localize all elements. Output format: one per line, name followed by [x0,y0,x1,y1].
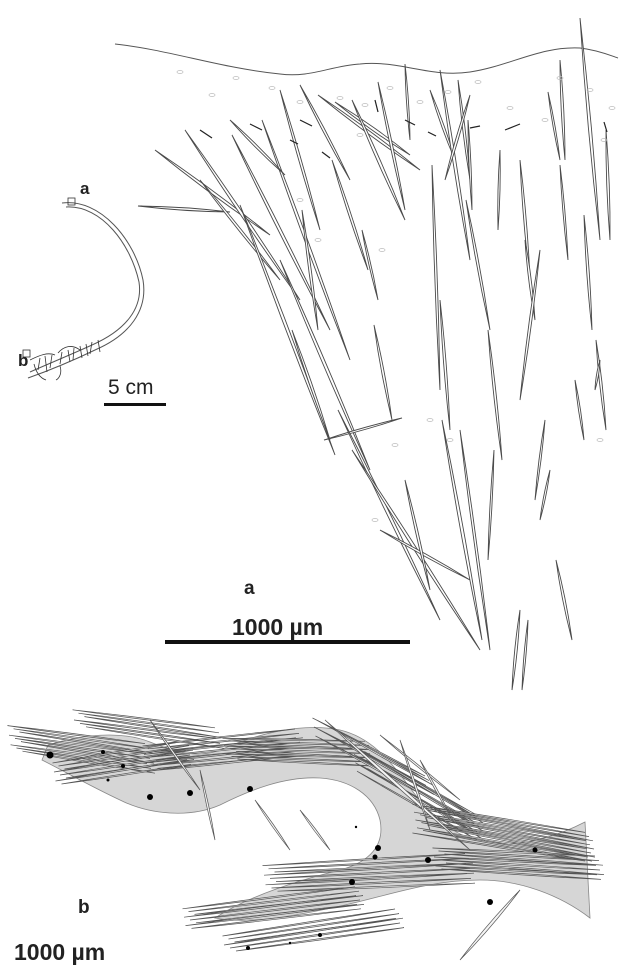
tissue-fragment [387,87,393,90]
spicule [540,470,550,520]
tissue-fragment [362,104,368,107]
spicule [468,120,472,210]
spicule [405,64,410,140]
spicule [440,300,450,430]
tissue-fragment [542,119,548,122]
particle [107,779,110,782]
particle [373,855,378,860]
panel-a-spicules [138,18,610,690]
particle [101,750,105,754]
spicule [556,560,572,640]
particle [487,899,493,905]
bundle-spicule [300,810,330,850]
tissue-fragment [357,134,363,137]
overview-scale-bar [104,403,166,406]
overview-label-b: b [18,351,28,370]
spicule [442,420,482,640]
spicule [138,206,230,212]
tissue-fragment [337,97,343,100]
panel-b-spicules [8,710,605,960]
spicule [432,165,440,390]
panel-a-drawing [115,18,618,690]
spicule [512,610,520,690]
spicule [560,60,565,160]
panel-b-label: b [78,897,90,918]
spicule [374,325,392,420]
overview-box-a [68,198,75,205]
panel-b-scale-label: 1000 µm [14,939,105,965]
spicule [488,330,502,460]
spicule [332,160,368,270]
panel-a-scale-label: 1000 µm [232,614,323,640]
spicule [548,92,560,160]
panel-a-label: a [244,578,255,599]
tissue-fragment [379,249,385,252]
overview-sponge [23,198,144,380]
particle [121,764,125,768]
particle [246,946,250,950]
tissue-fragment [372,519,378,522]
overview-label-a: a [80,179,90,198]
particle [289,942,291,944]
particle [247,786,253,792]
tissue-fragment [609,107,615,110]
spicule [324,418,402,440]
tissue-fragment [475,81,481,84]
tissue-fragment [427,419,433,422]
particle [47,752,54,759]
tissue-fragment [315,239,321,242]
tissue-fragment [445,91,451,94]
spicule [200,180,280,280]
spicule [466,200,490,330]
spicule [362,230,378,300]
spicule [498,150,500,230]
particle [147,794,153,800]
spicule [488,450,494,560]
tissue-fragment [447,439,453,442]
particle [425,857,431,863]
particle [187,790,193,796]
panel-b-drawing [8,710,605,960]
tissue-fragment [597,439,603,442]
tissue-fragment [269,87,275,90]
spicule [560,165,568,260]
tissue-fragment [297,101,303,104]
panel-a-fragments [177,71,615,522]
spicule [292,330,330,440]
tissue-fragment [233,77,239,80]
spicule [535,420,545,500]
spicule [522,620,528,690]
spicule [155,150,270,235]
tissue-fragment [177,71,183,74]
spicule [440,70,470,260]
particle [355,826,357,828]
tissue-fragment [297,199,303,202]
particle [349,879,355,885]
particle [318,933,322,937]
panel-a-surface-line [115,44,618,75]
tissue-fragment [417,101,423,104]
overview-scale-label: 5 cm [108,376,154,399]
particle [375,845,381,851]
spicule [606,130,610,240]
spicule [575,380,584,440]
tissue-fragment [392,444,398,447]
spicule [352,100,405,220]
bundle-spicule [255,800,290,850]
tissue-fragment [209,94,215,97]
spicule [318,95,420,170]
tissue-fragment [507,107,513,110]
spicule [338,410,440,620]
spicule [596,340,606,430]
spicule [584,215,592,330]
panel-a-scale-bar [165,640,410,644]
particle [533,848,538,853]
